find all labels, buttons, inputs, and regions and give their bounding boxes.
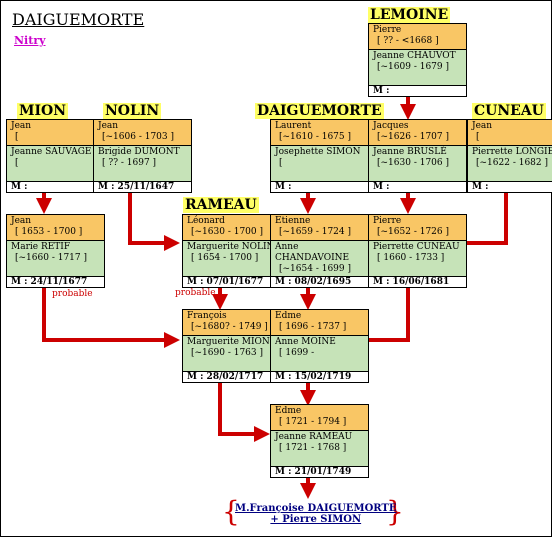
marriage-cell: M : (7, 182, 104, 192)
husband-cell: Pierre[~1652 - 1726 ] (369, 215, 466, 241)
left-brace-icon: { (222, 495, 240, 528)
arrow-francois-edme2 (218, 382, 270, 442)
wife-cell: Jeanne CHAUVOT[~1609 - 1679 ] (369, 50, 466, 86)
surname-cuneau: CUNEAU (472, 103, 546, 119)
root-descendant-link[interactable]: M.Françoise DAIGUEMORTE + Pierre SIMON (235, 503, 397, 525)
place-link[interactable]: Nitry (14, 34, 46, 47)
couple-mion[interactable]: Jean[ Jeanne SAUVAGE[ M : (6, 119, 105, 193)
marriage-cell: M : (369, 182, 466, 192)
arrow-pierre-edme1 (351, 287, 410, 348)
couple-francois[interactable]: François[~1680? - 1749 ] Marguerite MION… (182, 309, 281, 383)
wife-cell: Jeanne SAUVAGE[ (7, 146, 104, 182)
wife-cell: Jeanne RAMEAU[ 1721 - 1768 ] (271, 431, 368, 467)
husband-cell: Jean[ (468, 120, 552, 146)
husband-cell: Jean[ (7, 120, 104, 146)
wife-cell: Marie RETIF[~1660 - 1717 ] (7, 241, 104, 277)
marriage-cell: M : 21/01/1749 (271, 467, 368, 477)
husband-cell: Edme[ 1721 - 1794 ] (271, 405, 368, 431)
wife-cell: Anne MOINE[ 1699 - (271, 336, 368, 372)
husband-cell: Jacques[~1626 - 1707 ] (369, 120, 466, 146)
probable-note: probable (52, 289, 93, 299)
surname-nolin: NOLIN (103, 103, 162, 119)
wife-cell: Jeanne BRUSLÉ[~1630 - 1706 ] (369, 146, 466, 182)
couple-brusle[interactable]: Jacques[~1626 - 1707 ] Jeanne BRUSLÉ[~16… (368, 119, 467, 193)
husband-cell: Laurent[~1610 - 1675 ] (271, 120, 368, 146)
root-line2: + Pierre SIMON (270, 514, 362, 525)
marriage-cell: M : 16/06/1681 (369, 277, 466, 287)
couple-cuneau[interactable]: Jean[ Pierrette LONGIER[~1622 - 1682 ] M… (467, 119, 552, 193)
husband-cell: Pierre[ ?? - <1668 ] (369, 24, 466, 50)
page-title: DAIGUEMORTE (12, 10, 145, 29)
husband-cell: Etienne[~1659 - 1724 ] (271, 215, 368, 241)
couple-pierre[interactable]: Pierre[~1652 - 1726 ] Pierrette CUNEAU[ … (368, 214, 467, 288)
marriage-cell: M : 24/11/1677 (7, 277, 104, 287)
couple-mion2[interactable]: Jean[ 1653 - 1700 ] Marie RETIF[~1660 - … (6, 214, 105, 288)
surname-rameau: RAMEAU (183, 197, 259, 213)
wife-cell: Marguerite MION[~1690 - 1763 ] (183, 336, 280, 372)
arrow-cuneau-pierre (450, 190, 508, 251)
surname-mion: MION (17, 103, 69, 119)
marriage-cell: M : (271, 182, 368, 192)
husband-cell: Jean[~1606 - 1703 ] (94, 120, 191, 146)
probable-note: probable (175, 288, 216, 298)
wife-cell: Marguerite NOLIN[ 1654 - 1700 ] (183, 241, 280, 277)
arrow-nolin-rameau (128, 190, 180, 251)
right-brace-icon: } (386, 495, 404, 528)
husband-cell: Jean[ 1653 - 1700 ] (7, 215, 104, 241)
marriage-cell: M : 15/02/1719 (271, 372, 368, 382)
couple-etienne[interactable]: Etienne[~1659 - 1724 ] Anne CHANDAVOINE[… (270, 214, 369, 288)
root-line1: M.Françoise DAIGUEMORTE (235, 503, 397, 514)
marriage-cell: M : (468, 182, 552, 192)
surname-lemoine: LEMOINE (368, 7, 451, 23)
couple-edme2[interactable]: Edme[ 1721 - 1794 ] Jeanne RAMEAU[ 1721 … (270, 404, 369, 478)
couple-edme1[interactable]: Edme[ 1696 - 1737 ] Anne MOINE[ 1699 - M… (270, 309, 369, 383)
wife-cell: Anne CHANDAVOINE[~1654 - 1699 ] (271, 241, 368, 277)
wife-cell: Brigide DUMONT[ ?? - 1697 ] (94, 146, 191, 182)
couple-lemoine[interactable]: Pierre[ ?? - <1668 ] Jeanne CHAUVOT[~160… (368, 23, 467, 97)
wife-cell: Josephette SIMON[ (271, 146, 368, 182)
marriage-cell: M : 28/02/1717 (183, 372, 280, 382)
marriage-cell: M : 08/02/1695 (271, 277, 368, 287)
husband-cell: Edme[ 1696 - 1737 ] (271, 310, 368, 336)
couple-nolin[interactable]: Jean[~1606 - 1703 ] Brigide DUMONT[ ?? -… (93, 119, 192, 193)
marriage-cell: M : 25/11/1647 (94, 182, 191, 192)
surname-daiguemorte: DAIGUEMORTE (255, 103, 384, 119)
arrow-mion2-francois (42, 287, 180, 348)
couple-daiguemorte[interactable]: Laurent[~1610 - 1675 ] Josephette SIMON[… (270, 119, 369, 193)
wife-cell: Pierrette LONGIER[~1622 - 1682 ] (468, 146, 552, 182)
wife-cell: Pierrette CUNEAU[ 1660 - 1733 ] (369, 241, 466, 277)
marriage-cell: M : 07/01/1677 (183, 277, 280, 287)
marriage-cell: M : (369, 86, 466, 96)
couple-rameau[interactable]: Léonard[~1630 - 1700 ] Marguerite NOLIN[… (182, 214, 281, 288)
husband-cell: Léonard[~1630 - 1700 ] (183, 215, 280, 241)
husband-cell: François[~1680? - 1749 ] (183, 310, 280, 336)
